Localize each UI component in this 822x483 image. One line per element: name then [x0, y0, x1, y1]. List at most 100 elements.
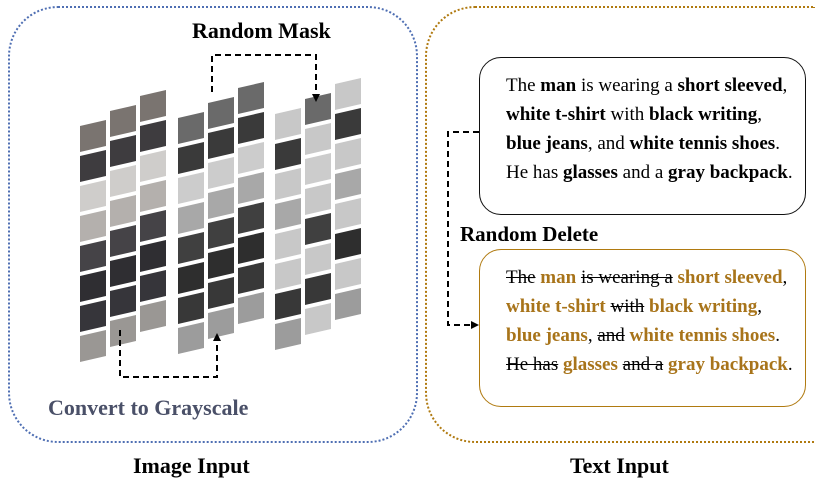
text-span: , [782, 75, 788, 96]
image-patch [335, 108, 361, 140]
keyword-span: gray backpack [668, 162, 788, 183]
image-patch [335, 198, 361, 230]
random-mask-label: Random Mask [192, 18, 331, 43]
image-patch [140, 90, 166, 122]
image-patch [305, 243, 331, 275]
color-image-patches [80, 90, 166, 362]
image-patch [80, 180, 106, 212]
image-patch [140, 240, 166, 272]
deleted-word-span: with [610, 296, 645, 317]
image-patch [335, 138, 361, 170]
image-patch [80, 240, 106, 272]
keyword-span: man [540, 75, 577, 96]
image-patch [208, 187, 234, 219]
keyword-span: short sleeved [677, 75, 783, 96]
image-patch [178, 142, 204, 174]
image-patch [80, 210, 106, 242]
image-patch [178, 172, 204, 204]
text-span: , [782, 267, 788, 288]
image-patch [110, 165, 136, 197]
grayscale-arrow [119, 330, 221, 378]
image-patch [178, 292, 204, 324]
image-patch [178, 112, 204, 144]
text-span: . [775, 325, 780, 346]
keyword-span: blue jeans [506, 325, 588, 346]
image-input-panel [8, 6, 418, 443]
keyword-span: man [540, 267, 577, 288]
image-patch [110, 105, 136, 137]
random-delete-label: Random Delete [460, 222, 599, 246]
text-span: . [787, 162, 793, 183]
text-span: , [757, 296, 762, 317]
grayscale-image-patches [178, 82, 264, 354]
image-patch [305, 93, 331, 125]
image-patch [140, 150, 166, 182]
image-patch [80, 300, 106, 332]
convert-to-grayscale-label: Convert to Grayscale [48, 395, 249, 420]
image-patch [335, 288, 361, 320]
image-patch [305, 303, 331, 335]
image-patch [275, 258, 301, 290]
image-patch [208, 157, 234, 189]
image-patch [238, 112, 264, 144]
image-patch [275, 138, 301, 170]
text-span: . [787, 354, 793, 375]
keyword-span: blue jeans [506, 133, 588, 154]
text-span: , [757, 104, 762, 125]
image-patch [208, 97, 234, 129]
keyword-span: black writing [649, 296, 758, 317]
image-patch [335, 228, 361, 260]
image-patch [275, 288, 301, 320]
keyword-span: white tennis shoes [629, 325, 776, 346]
image-patch [238, 202, 264, 234]
image-input-caption: Image Input [133, 453, 250, 478]
image-patch [305, 153, 331, 185]
image-patch [305, 183, 331, 215]
image-patch [110, 255, 136, 287]
image-patch [140, 270, 166, 302]
image-patch [335, 168, 361, 200]
image-patch [208, 217, 234, 249]
random-deleted-caption-box: The man is wearing a short sleeved, whit… [479, 249, 806, 407]
image-patch [110, 225, 136, 257]
text-span: , and [587, 133, 630, 154]
image-patch [178, 322, 204, 354]
image-patch [80, 120, 106, 152]
image-patch [275, 228, 301, 260]
deleted-word-span: and [597, 325, 625, 346]
image-patch [208, 247, 234, 279]
image-patch [275, 108, 301, 140]
keyword-span: white t-shirt [506, 296, 606, 317]
image-patch [208, 127, 234, 159]
keyword-span: white t-shirt [506, 104, 606, 125]
image-patch [335, 78, 361, 110]
image-patch [275, 318, 301, 350]
deleted-word-span: and a [622, 354, 664, 375]
image-patch [178, 202, 204, 234]
image-patch [178, 262, 204, 294]
keyword-span: white tennis shoes [629, 133, 776, 154]
image-patch [140, 180, 166, 212]
image-patch [238, 142, 264, 174]
image-patch [305, 273, 331, 305]
masked-image-patches [275, 78, 361, 350]
text-span: . He has [506, 133, 780, 183]
image-patch [80, 150, 106, 182]
keyword-span: gray backpack [668, 354, 788, 375]
image-patch [178, 232, 204, 264]
deleted-word-span: He has [506, 354, 559, 375]
image-patch [208, 277, 234, 309]
image-patch [80, 270, 106, 302]
image-patch [110, 315, 136, 347]
text-input-caption: Text Input [570, 453, 669, 478]
image-patch [140, 300, 166, 332]
image-patch [238, 82, 264, 114]
image-patch [238, 172, 264, 204]
text-span: , [587, 325, 598, 346]
text-span: and a [617, 162, 669, 183]
image-patch [238, 232, 264, 264]
image-patch [110, 135, 136, 167]
image-patch [208, 307, 234, 339]
image-patch [80, 330, 106, 362]
